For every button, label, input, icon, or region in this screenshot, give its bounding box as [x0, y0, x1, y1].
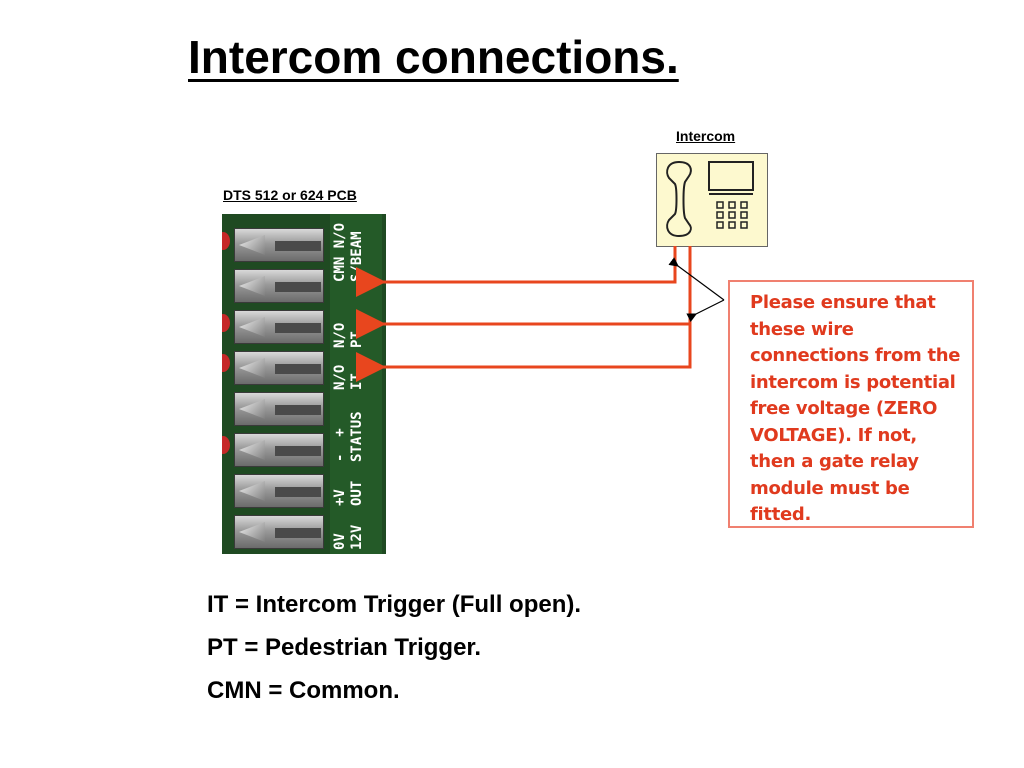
pcb-label: DTS 512 or 624 PCB: [223, 187, 357, 203]
wire-pt: [356, 246, 692, 339]
pointer-line: [686, 299, 725, 323]
terminal-screw: [234, 310, 324, 344]
wire-it: [356, 324, 692, 382]
warning-notice: Please ensure that these wire connection…: [728, 280, 974, 528]
warning-notice-text: Please ensure that these wire connection…: [750, 292, 961, 525]
intercom-unit: [656, 153, 768, 247]
pointer-line: [668, 257, 725, 301]
intercom-label: Intercom: [676, 128, 736, 144]
terminal-screw: [234, 515, 324, 549]
legend-item-cmn: CMN = Common.: [207, 677, 400, 704]
legend-item-pt: PT = Pedestrian Trigger.: [207, 634, 482, 661]
led-indicator: [222, 354, 230, 372]
led-indicator: [222, 436, 230, 454]
intercom-handset-icon: [666, 160, 754, 238]
terminal-screw: [234, 269, 324, 303]
led-indicator: [222, 314, 230, 332]
terminal-screw: [234, 351, 324, 385]
legend: IT = Intercom Trigger (Full open). PT = …: [207, 588, 581, 717]
legend-item-it: IT = Intercom Trigger (Full open).: [207, 591, 582, 618]
wire-cmn: [356, 246, 677, 297]
terminal-screw: [234, 228, 324, 262]
terminal-screw: [234, 392, 324, 426]
page-title: Intercom connections.: [188, 31, 679, 83]
terminal-screw: [234, 474, 324, 508]
terminal-screw: [234, 433, 324, 467]
led-indicator: [222, 232, 230, 250]
